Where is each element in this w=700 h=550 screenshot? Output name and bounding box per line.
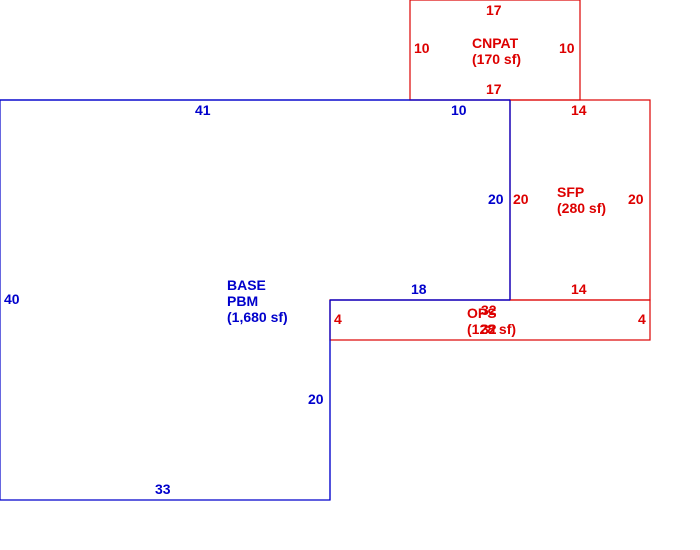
ops-dim-left: 4 — [334, 311, 342, 327]
cnpat-area-label: CNPAT (170 sf) — [472, 35, 521, 67]
base-dim-top-left: 41 — [195, 102, 211, 118]
sfp-dim-right: 20 — [628, 191, 644, 207]
base-dim-top-right: 10 — [451, 102, 467, 118]
base-area-size: (1,680 sf) — [227, 309, 288, 325]
ops-area-size: (128 sf) — [467, 321, 517, 337]
sfp-dim-left: 20 — [513, 191, 529, 207]
cnpat-area-size: (170 sf) — [472, 51, 522, 67]
sfp-area-label: SFP (280 sf) — [557, 184, 606, 216]
cnpat-area-code: CNPAT — [472, 35, 519, 51]
sfp-dim-top: 14 — [571, 102, 587, 118]
ops-dim-right: 4 — [638, 311, 646, 327]
base-dim-step-left: 20 — [308, 391, 324, 407]
cnpat-dim-bottom: 17 — [486, 81, 502, 97]
cnpat-dim-left: 10 — [414, 40, 430, 56]
sfp-area-code: SFP — [557, 184, 585, 200]
sfp-area-size: (280 sf) — [557, 200, 607, 216]
ops-area-label: OPS (128 sf) — [467, 305, 516, 337]
cnpat-dim-right: 10 — [559, 40, 575, 56]
ops-area-code: OPS — [467, 305, 497, 321]
base-dim-right: 20 — [488, 191, 504, 207]
sfp-dim-bottom: 14 — [571, 281, 587, 297]
base-dim-left: 40 — [4, 291, 20, 307]
cnpat-dim-top: 17 — [486, 2, 502, 18]
base-area-label: BASE PBM (1,680 sf) — [227, 277, 288, 325]
base-dim-bottom: 33 — [155, 481, 171, 497]
base-area-code: PBM — [227, 293, 259, 309]
ops-dim-top: 32 — [481, 302, 497, 318]
ops-dim-bottom: 32 — [481, 321, 497, 337]
base-dim-step-top: 18 — [411, 281, 427, 297]
base-area-name: BASE — [227, 277, 266, 293]
